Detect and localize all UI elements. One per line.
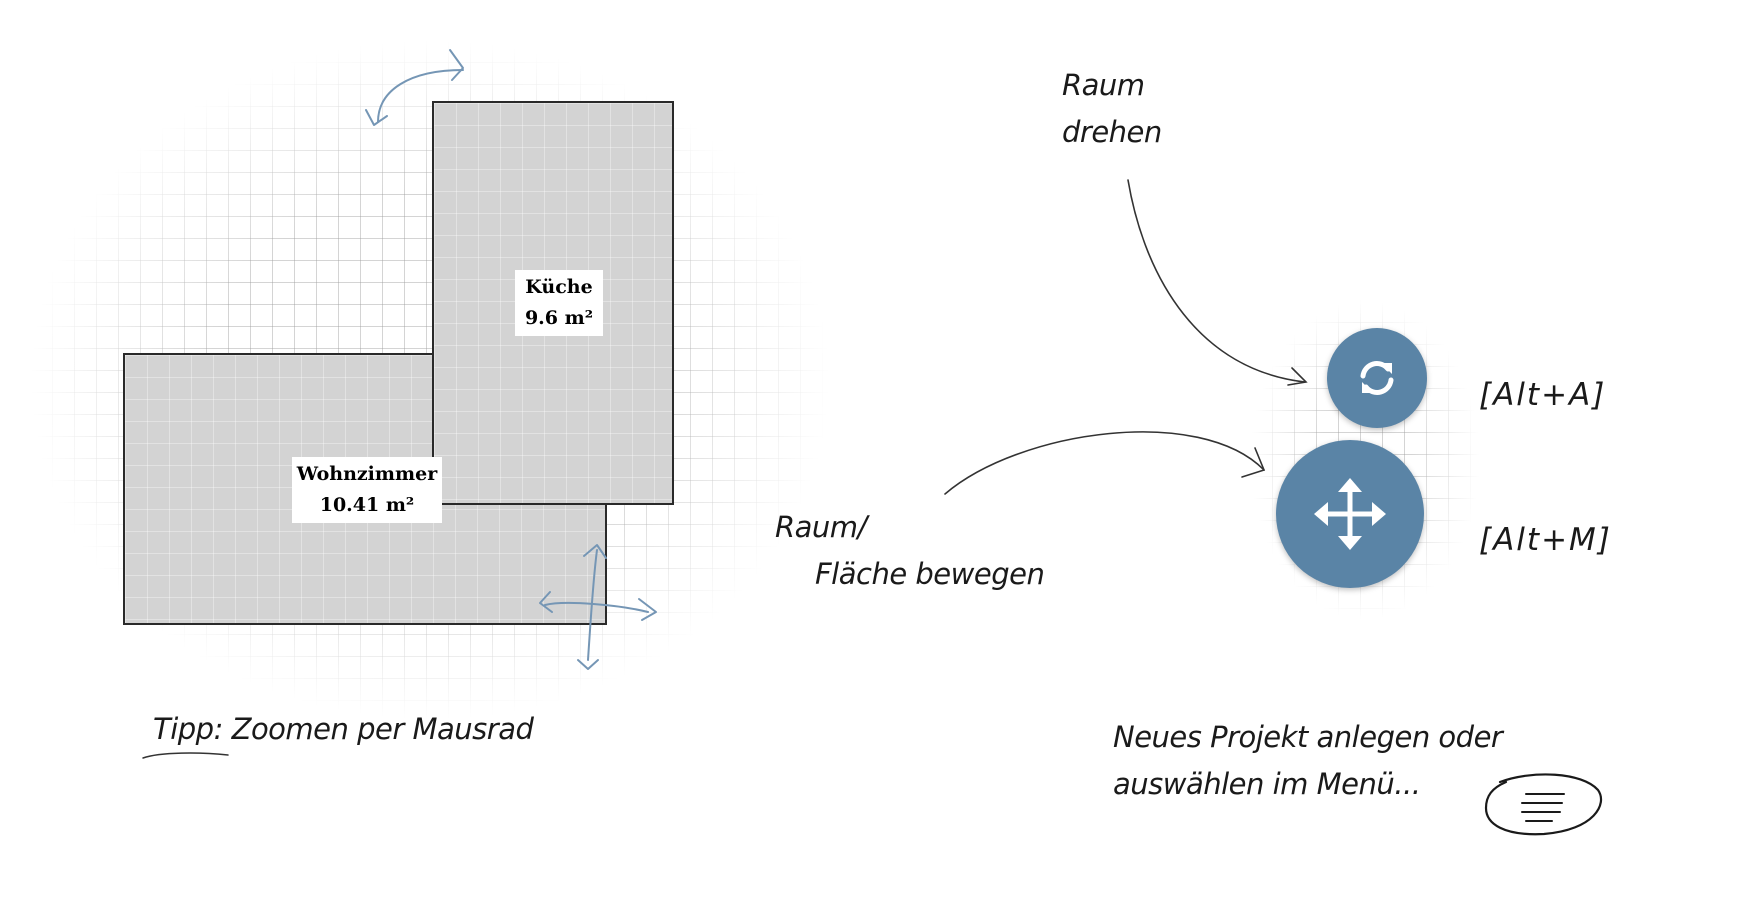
rotate-hint-line: drehen xyxy=(1062,115,1162,149)
room-area: 10.41 m² xyxy=(319,494,415,516)
hamburger-menu-icon xyxy=(1484,773,1603,836)
move-pointer-arrow-icon xyxy=(944,431,1266,495)
rotate-shortcut-label: [Alt+A] xyxy=(1479,377,1607,413)
room-name: Wohnzimmer xyxy=(296,463,438,485)
room-label-kueche: Küche 9.6 m² xyxy=(515,270,603,336)
menu-button[interactable] xyxy=(1482,770,1606,838)
move-room-button[interactable] xyxy=(1276,440,1424,588)
menu-hint-line: Neues Projekt anlegen oder xyxy=(1113,720,1503,754)
zoom-tip-text: Tipp: Zoomen per Mausrad xyxy=(153,712,534,746)
room-name: Küche xyxy=(525,276,593,298)
menu-hint-line: auswählen im Menü... xyxy=(1113,767,1421,801)
move-shortcut-label: [Alt+M] xyxy=(1479,522,1612,558)
tip-underline-icon xyxy=(142,752,229,759)
move-hint-line: Raum/ xyxy=(775,510,867,544)
rotate-hint-line: Raum xyxy=(1062,68,1145,102)
move-hint-line: Fläche bewegen xyxy=(815,557,1045,591)
room-area: 9.6 m² xyxy=(524,307,594,329)
rotate-hint-text: Raum drehen xyxy=(1062,62,1162,156)
sync-icon xyxy=(1360,361,1394,395)
room-label-wohnzimmer: Wohnzimmer 10.41 m² xyxy=(292,457,442,523)
rotate-room-button[interactable] xyxy=(1327,328,1427,428)
move-arrows-icon xyxy=(1314,478,1386,550)
room-kueche[interactable] xyxy=(432,101,674,505)
